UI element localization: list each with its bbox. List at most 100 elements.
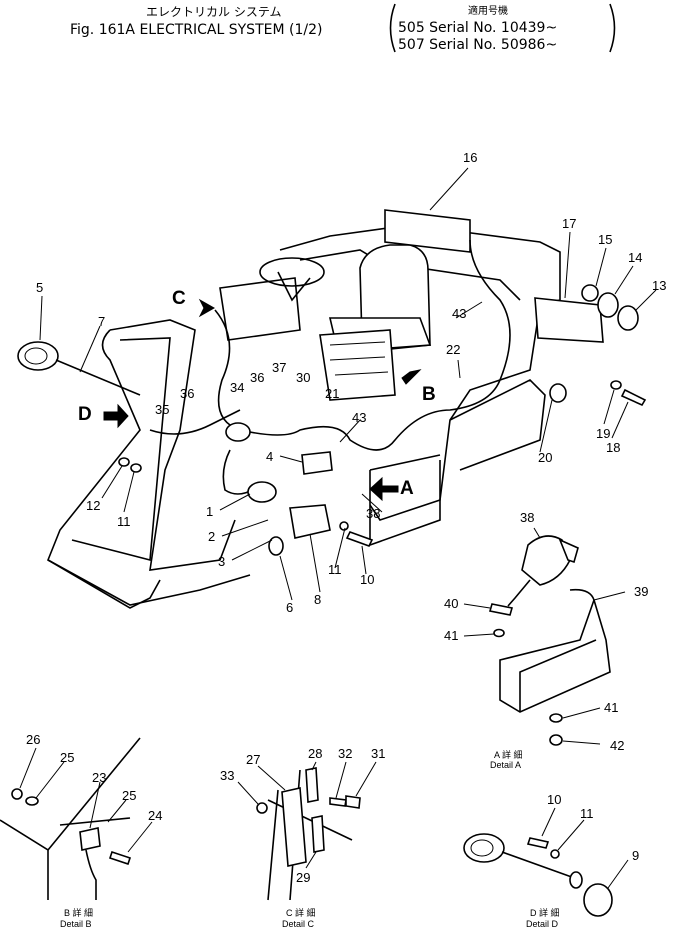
detail-a-lamp-stem (507, 579, 531, 607)
component-34 (225, 422, 251, 442)
lamp-rod-7 (55, 359, 141, 396)
leader-b-26 (19, 747, 37, 789)
leader-20 (539, 399, 553, 453)
leader-a-41b (562, 707, 601, 719)
leader-18 (611, 401, 629, 439)
detail-c-callout-27: 27 (246, 752, 260, 767)
right-side-panel (369, 304, 541, 521)
serial-line-2: 507 Serial No. 50986~ (398, 37, 557, 53)
nut-12 (118, 457, 130, 467)
detail-a-nut-42 (549, 734, 563, 746)
callout-2: 2 (208, 529, 215, 544)
callout-34: 34 (230, 380, 244, 395)
front-harness (149, 409, 241, 435)
callout-35: 35 (155, 402, 169, 417)
leader-43-top (455, 301, 483, 319)
leader-10 (361, 545, 367, 575)
leader-c-27 (257, 765, 286, 791)
steering-column (277, 271, 311, 302)
callout-18: 18 (606, 440, 620, 455)
washer-11 (339, 521, 349, 531)
callout-11-left: 11 (117, 514, 131, 529)
detail-b-callout-23: 23 (92, 770, 106, 785)
leader-38 (361, 493, 383, 513)
detail-a-bolt-40 (488, 603, 514, 616)
callout-30: 30 (296, 370, 310, 385)
detail-a: 38 39 40 41 41 42 A 詳 細 Detail A (444, 510, 648, 770)
detail-c-callout-29: 29 (296, 870, 310, 885)
leader-d-11 (557, 819, 585, 851)
bolt-18 (620, 388, 647, 407)
leader-c-28 (311, 761, 317, 771)
japanese-title: エレクトリカル システム (146, 5, 281, 19)
frame-box (369, 460, 441, 547)
leader-c-31 (355, 761, 377, 797)
arrow-c (198, 298, 216, 318)
leader-19 (603, 389, 615, 425)
leader-d-10 (541, 807, 556, 837)
callout-1: 1 (206, 504, 213, 519)
callout-36-left: 36 (180, 386, 194, 401)
leader-b-25 (35, 761, 65, 799)
detail-b-wire (85, 849, 97, 900)
detail-a-callout-41: 41 (444, 628, 458, 643)
callout-7: 7 (98, 314, 105, 329)
callout-38: 38 (366, 506, 380, 521)
detail-d-lamp (463, 833, 505, 863)
detail-d-callout-10: 10 (547, 792, 561, 807)
leader-c-29 (305, 851, 317, 869)
callout-13: 13 (652, 278, 666, 293)
detail-d-plate-9 (583, 883, 613, 917)
detail-c-relay-27 (281, 787, 307, 867)
lamp-14 (597, 292, 619, 318)
component-6 (268, 536, 284, 556)
header: エレクトリカル システム Fig. 161A ELECTRICAL SYSTEM… (70, 3, 616, 53)
callout-19: 19 (596, 426, 610, 441)
lift-arm-base (47, 559, 251, 606)
lift-arm-left-edge (47, 329, 161, 609)
detail-b-callout-25b: 25 (122, 788, 136, 803)
detail-d-label-jp: D 詳 細 (530, 907, 560, 918)
leader-a-39 (593, 591, 626, 601)
leader-15 (595, 247, 607, 287)
detail-a-label-en: Detail A (490, 760, 521, 770)
detail-b-label-jp: B 詳 細 (64, 907, 93, 918)
callout-6: 6 (286, 600, 293, 615)
callout-20: 20 (538, 450, 552, 465)
callout-43-top: 43 (452, 306, 466, 321)
steering-wheel (259, 257, 325, 287)
lift-arm-right-edge (109, 319, 236, 571)
leader-17 (564, 231, 571, 299)
right-lamp-bracket (534, 297, 604, 343)
detail-a-washer-41 (493, 628, 505, 638)
detail-d-callout-11: 11 (580, 806, 594, 821)
washer-11-left (130, 463, 142, 473)
leader-a-42 (562, 740, 601, 745)
detail-c-callout-33: 33 (220, 768, 234, 783)
callout-21: 21 (325, 386, 339, 401)
component-8 (289, 504, 331, 539)
detail-c-callout-31: 31 (371, 746, 385, 761)
leader-13 (635, 289, 657, 311)
leader-b-24 (127, 821, 153, 853)
detail-b-switch-23 (79, 827, 101, 851)
leader-a-40 (463, 603, 491, 609)
detail-c-callout-28: 28 (308, 746, 322, 761)
detail-d-washer-11 (550, 849, 560, 859)
front-lamp-lens (24, 347, 48, 365)
dashboard (219, 277, 301, 341)
leader-12 (101, 465, 123, 499)
detail-c-part-29 (311, 815, 325, 853)
detail-b: 26 25 23 25 24 B 詳 細 Detail B (0, 732, 162, 929)
detail-a-washer-41b (549, 713, 563, 723)
detail-a-callout-41b: 41 (604, 700, 618, 715)
callout-14: 14 (628, 250, 642, 265)
detail-b-panel-edge (0, 819, 49, 900)
detail-a-label-jp: A 詳 細 (494, 749, 523, 760)
component-1 (247, 481, 277, 503)
right-brace (609, 3, 616, 53)
detail-b-label-en: Detail B (60, 919, 92, 929)
detail-a-bracket-fold (519, 639, 597, 712)
lamp-13 (617, 305, 639, 331)
front-lamp-5 (17, 341, 59, 371)
